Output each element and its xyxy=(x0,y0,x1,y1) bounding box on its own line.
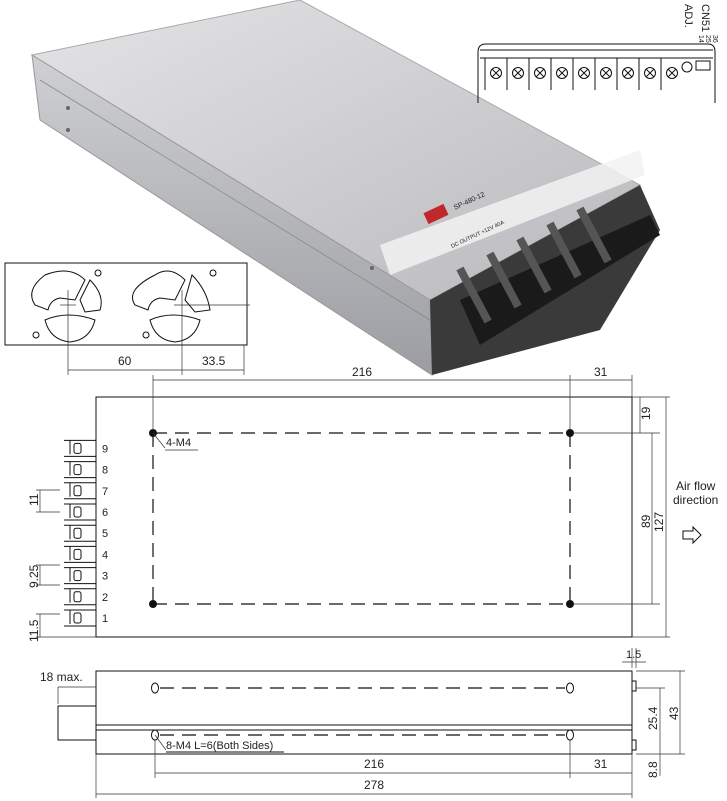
terminal-screw-cross xyxy=(667,68,677,78)
terminal-number: 2 xyxy=(102,592,108,604)
terminal-screw xyxy=(73,612,82,624)
terminal-screw-icon xyxy=(578,67,590,79)
dim-gap: 9.25 xyxy=(27,564,41,588)
adj-label: ADJ. xyxy=(682,4,694,28)
terminal-outline xyxy=(64,545,96,563)
terminal-screw-icon xyxy=(600,67,612,79)
terminal-outline xyxy=(64,461,96,479)
cn51-label: CN51 xyxy=(699,4,711,32)
terminal-screw xyxy=(73,485,82,497)
terminal-number: 5 xyxy=(102,528,108,540)
pin-label-14: 14 xyxy=(697,35,704,43)
terminal-outline xyxy=(64,588,96,606)
dim-fan-edge: 33.5 xyxy=(202,354,226,368)
adj-potentiometer-icon xyxy=(681,61,693,73)
side-dim-holes-edge: 31 xyxy=(594,757,608,771)
terminal-number: 4 xyxy=(102,549,108,561)
terminal-number: 6 xyxy=(102,507,108,519)
terminal-screw-icon xyxy=(556,67,568,79)
airflow-arrow-icon xyxy=(682,525,702,545)
dim-terminal: 18 max. xyxy=(40,670,83,684)
terminal-outline xyxy=(64,609,96,627)
terminal-screw xyxy=(73,591,82,603)
airflow-label-line1: Air flow xyxy=(676,479,716,493)
terminal-outline xyxy=(64,482,96,500)
terminal-screw-icon xyxy=(666,67,678,79)
fan-guard-left xyxy=(31,269,102,343)
fan-guard-right xyxy=(132,269,217,343)
terminal-screw xyxy=(73,570,82,582)
side-dim-total-length: 278 xyxy=(364,778,384,792)
terminal-screw-cross xyxy=(645,68,655,78)
terminal-number: 8 xyxy=(102,465,108,477)
dim-pitch: 11 xyxy=(27,493,41,506)
dim-bottom: 11.5 xyxy=(27,619,41,642)
terminal-outline xyxy=(64,439,96,457)
terminal-screw-cross xyxy=(557,68,567,78)
dim-holes-length: 216 xyxy=(352,365,372,379)
terminal-screw xyxy=(73,506,82,518)
side-view: 8-M4 L=6(Both Sides) 18 max. 216 31 278 … xyxy=(40,648,685,798)
terminal-screw-icon xyxy=(490,67,502,79)
brand-logo xyxy=(423,203,449,225)
terminal-screw xyxy=(73,442,82,454)
terminal-number: 1 xyxy=(102,613,108,625)
terminal-number: 7 xyxy=(102,486,108,498)
side-dim-holes-length: 216 xyxy=(364,757,384,771)
terminal-screw-cross xyxy=(601,68,611,78)
dim-lip: 1.5 xyxy=(626,649,641,661)
product-photo: SP-480-12 DC OUTPUT +12V 40A xyxy=(30,0,660,376)
airflow-label-line2: direction xyxy=(673,493,718,507)
dim-holes-edge: 31 xyxy=(594,365,608,379)
dim-top-edge: 19 xyxy=(639,406,653,420)
side-dim-bottom: 8.8 xyxy=(646,761,660,778)
terminal-screw-cross xyxy=(535,68,545,78)
terminal-screw-cross xyxy=(491,68,501,78)
pin-label-25: 25 xyxy=(704,35,711,43)
dim-holes-height: 25.4 xyxy=(646,706,660,730)
fan-view: 60 33.5 xyxy=(4,262,250,375)
terminal-screw-cross xyxy=(579,68,589,78)
terminal-number: 9 xyxy=(102,443,108,455)
terminal-outline xyxy=(64,503,96,521)
dim-holes-width: 89 xyxy=(639,514,653,528)
terminal-block-side xyxy=(57,705,97,741)
terminal-screw xyxy=(73,548,82,560)
terminal-outline xyxy=(64,524,96,542)
terminal-number: 3 xyxy=(102,571,108,583)
terminal-screw-icon xyxy=(622,67,634,79)
terminal-screw-icon xyxy=(644,67,656,79)
dim-total-width: 127 xyxy=(652,512,666,532)
dim-total-height: 43 xyxy=(667,706,681,720)
side-mount-label: 8-M4 L=6(Both Sides) xyxy=(166,740,273,752)
terminal-screw-icon xyxy=(534,67,546,79)
pin-label-36: 36 xyxy=(711,35,718,43)
connector-end-view: CN51 ADJ. 36 25 14 xyxy=(477,4,718,103)
dim-fan-spacing: 60 xyxy=(118,354,132,368)
terminal-screw xyxy=(73,527,82,539)
top-view: 4-M4 216 31 19 89 127 Air flow direction… xyxy=(27,365,718,642)
terminal-screw xyxy=(73,464,82,476)
mount-label: 4-M4 xyxy=(166,437,191,449)
cn51-connector xyxy=(695,60,711,71)
terminal-screw-cross xyxy=(513,68,523,78)
terminal-screw-icon xyxy=(512,67,524,79)
terminal-outline xyxy=(64,567,96,585)
terminal-screw-cross xyxy=(623,68,633,78)
